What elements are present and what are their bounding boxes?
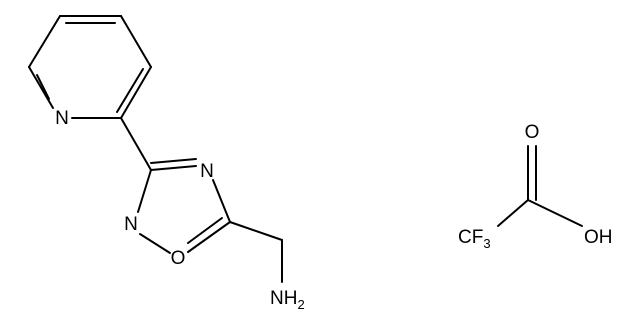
- cf3-carbon-bond: [497, 199, 529, 227]
- amine-nh-text: NH: [270, 288, 297, 309]
- bond: [28, 15, 61, 68]
- cf-text: CF: [458, 227, 483, 248]
- oxadiazole-n4-label: N: [200, 161, 214, 182]
- carbonyl-oxygen-label: O: [525, 122, 540, 143]
- amine-molecule: N N N O NH2: [28, 15, 305, 312]
- bond-double-inner: [150, 158, 197, 164]
- bond: [137, 169, 152, 213]
- bond: [120, 15, 152, 68]
- pyridine-nitrogen-label: N: [55, 108, 69, 129]
- pyridine-ring: [28, 15, 152, 119]
- bond: [150, 165, 197, 171]
- bond-double-inner: [187, 217, 223, 244]
- oxadiazole-ring: [137, 158, 231, 254]
- bond: [120, 66, 152, 119]
- oxadiazole-n2-label: N: [124, 214, 138, 235]
- bond: [187, 221, 231, 253]
- amine-subscript: 2: [297, 297, 304, 312]
- bond-double-inner: [36, 74, 50, 100]
- trifluoromethyl-label: CF3: [458, 227, 491, 251]
- bond: [28, 66, 54, 109]
- hydroxyl-label: OH: [584, 227, 613, 248]
- cf3-subscript: 3: [483, 236, 490, 251]
- acid-molecule: O OH CF3: [458, 122, 613, 251]
- bond-double-inner: [116, 68, 144, 113]
- oxadiazole-o1-label: O: [171, 248, 186, 269]
- methylene-bond: [229, 221, 283, 241]
- ring-link-bond: [120, 117, 152, 171]
- bond: [212, 179, 231, 223]
- bond: [139, 233, 171, 254]
- amine-nitrogen-label: NH2: [270, 288, 305, 312]
- hydroxyl-bond: [527, 199, 583, 227]
